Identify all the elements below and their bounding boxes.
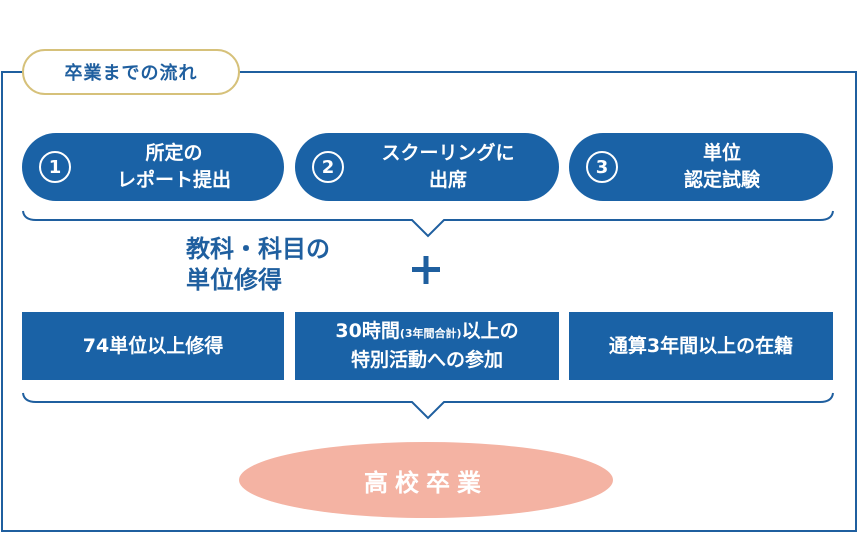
flow-frame	[1, 71, 857, 532]
requirement-credits: 74単位以上修得	[22, 312, 284, 380]
header-title: 卒業までの流れ	[22, 49, 240, 95]
step-number-badge: 3	[586, 151, 618, 183]
plus-icon	[412, 256, 440, 284]
bracket-connector-top	[22, 210, 834, 238]
requirement-special-activities: 30時間(3年間合計)以上の 特別活動への参加	[295, 312, 559, 380]
step-exam: 3 単位 認定試験	[569, 133, 833, 201]
requirement-enrollment: 通算3年間以上の在籍	[569, 312, 833, 380]
step-schooling: 2 スクーリングに 出席	[295, 133, 559, 201]
step-label: 単位 認定試験	[683, 142, 760, 191]
step-number-badge: 2	[312, 151, 344, 183]
step-report: 1 所定の レポート提出	[22, 133, 284, 201]
step-number-badge: 1	[39, 151, 71, 183]
subjects-credit-title: 教科・科目の 単位修得	[186, 235, 330, 294]
header-title-text: 卒業までの流れ	[64, 63, 198, 84]
bracket-connector-bottom	[22, 392, 834, 420]
step-label: 所定の レポート提出	[116, 142, 231, 191]
graduation-ellipse	[239, 442, 613, 518]
graduation-label: 高校卒業	[364, 468, 488, 497]
step-label: スクーリングに 出席	[381, 142, 515, 191]
